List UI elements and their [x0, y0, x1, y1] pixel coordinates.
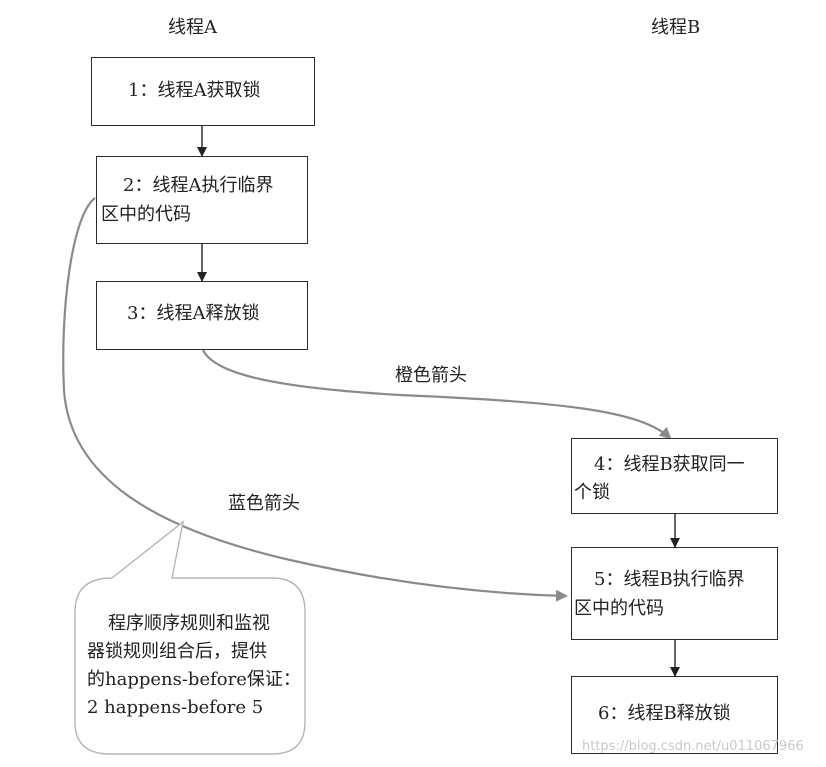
thread-b-title: 线程B [651, 17, 701, 38]
callout-line-2: 器锁规则组合后，提供 [87, 641, 267, 662]
step-4-box: 4：线程B获取同一 个锁 [571, 438, 778, 514]
step-4-label-line2: 个锁 [574, 482, 610, 503]
callout-line-4: 2 happens-before 5 [87, 697, 264, 718]
step-6-label: 6：线程B释放锁 [598, 703, 731, 724]
step-3-label: 3：线程A释放锁 [127, 303, 260, 324]
step-5-label-line2: 区中的代码 [574, 598, 664, 619]
step-1-box: 1：线程A获取锁 [91, 57, 315, 126]
orange-arrow [202, 349, 672, 440]
blue-arrow [62, 197, 568, 602]
watermark: https://blog.csdn.net/u011067966 [582, 739, 804, 754]
step-2-label-line1: 2：线程A执行临界 [123, 175, 274, 196]
step-3-box: 3：线程A释放锁 [96, 281, 308, 350]
step-5-box: 5：线程B执行临界 区中的代码 [571, 547, 778, 640]
step-2-box: 2：线程A执行临界 区中的代码 [96, 156, 308, 244]
blue-arrow-label: 蓝色箭头 [228, 493, 300, 514]
callout-line-3: 的happens-before保证： [87, 669, 301, 690]
step-4-label-line1: 4：线程B获取同一 [594, 454, 745, 475]
callout-line-1: 程序顺序规则和监视 [108, 613, 270, 634]
thread-a-title: 线程A [168, 17, 217, 38]
step-2-label-line2: 区中的代码 [101, 204, 191, 225]
step-6-box: 6：线程B释放锁 [571, 676, 778, 754]
step-5-label-line1: 5：线程B执行临界 [594, 569, 745, 590]
callout-bubble [74, 520, 306, 755]
orange-arrow-label: 橙色箭头 [395, 365, 467, 386]
step-1-label: 1：线程A获取锁 [128, 80, 261, 101]
